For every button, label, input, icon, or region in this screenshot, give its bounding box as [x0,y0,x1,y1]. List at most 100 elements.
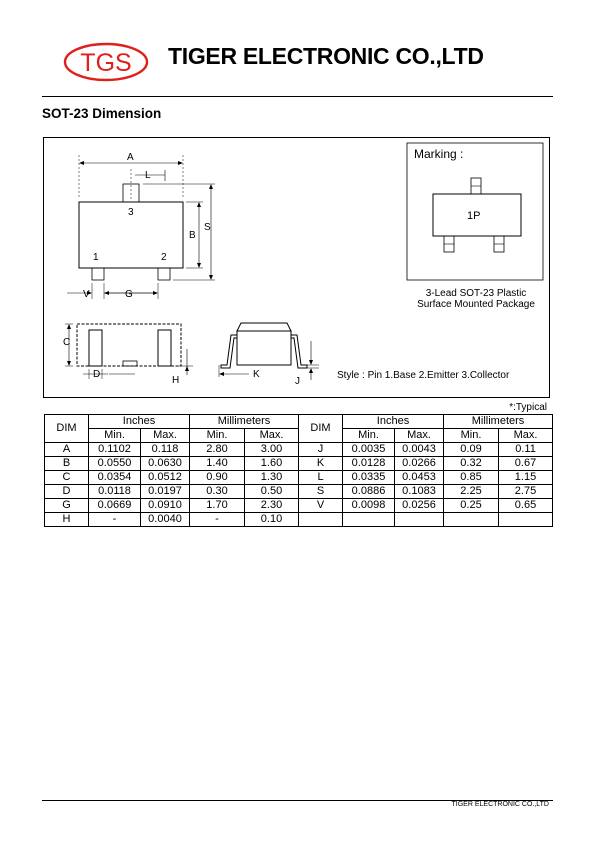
label-V: V [83,289,90,300]
value-cell: 2.30 [244,498,300,513]
dim-cell: J [298,442,343,457]
drawing-frame [43,137,550,398]
value-cell: 0.0354 [88,470,141,485]
min-header: Min. [342,428,395,443]
label-G: G [125,289,133,300]
value-cell: 0.0630 [139,456,191,471]
value-cell: 0.50 [244,484,300,499]
style-text: Style : Pin 1.Base 2.Emitter 3.Collector [337,370,510,381]
pin3-label: 3 [128,207,134,218]
package-drawing: A L 3 B S 1 2 V G C D H [63,142,544,387]
value-cell: 0.0043 [393,442,445,457]
side-view [65,323,193,379]
value-cell: 0.0512 [139,470,191,485]
footer-company: TIGER ELECTRONIC CO.,LTD [451,801,550,808]
logo-text: TGS [80,49,131,77]
value-cell: 1.15 [498,470,554,485]
value-cell: 0.0266 [393,456,445,471]
table-header-row: DIM Inches Millimeters [298,414,554,443]
value-cell [443,512,500,527]
value-cell: - [88,512,141,527]
label-J: J [295,376,300,387]
value-cell: 0.0669 [88,498,141,513]
value-cell: 0.65 [498,498,554,513]
mm-header: Millimeters [443,414,554,429]
dim-cell: A [44,442,89,457]
value-cell: 0.118 [139,442,191,457]
dim-header: DIM [44,414,89,443]
value-cell: 0.0035 [342,442,395,457]
pin1-label: 1 [93,252,99,263]
inches-header: Inches [341,414,445,429]
value-cell: 2.25 [443,484,500,499]
value-cell: 0.0098 [342,498,395,513]
value-cell: 0.0040 [139,512,191,527]
dim-cell: G [44,498,89,513]
table-subheader-row: Min. Max. Min. Max. [299,428,554,443]
table-subheader-row: Min. Max. Min. Max. [45,428,300,443]
min-header: Min. [189,428,246,443]
company-name: TIGER ELECTRONIC CO.,LTD [168,43,484,69]
min-header: Min. [443,428,500,443]
value-cell [342,512,395,527]
max-header: Max. [244,428,300,443]
label-C: C [63,337,70,348]
dim-cell: K [298,456,343,471]
table-row [298,512,554,527]
label-S: S [204,222,211,233]
package-line2: Surface Mounted Package [417,299,535,310]
footer-divider [42,800,553,801]
value-cell: 1.40 [189,456,246,471]
dim-cell: C [44,470,89,485]
value-cell: - [189,512,246,527]
marking-box [406,142,544,281]
dim-cell: S [298,484,343,499]
value-cell: 0.09 [443,442,500,457]
mm-header: Millimeters [189,414,300,429]
dimension-table-right: DIM Inches Millimeters Min. Max. Min. Ma… [298,414,554,527]
label-L: L [145,170,151,181]
table-header-row: DIM Inches Millimeters [44,414,300,443]
value-cell: 0.0453 [393,470,445,485]
value-cell: 1.30 [244,470,300,485]
label-B: B [189,230,196,241]
header-divider [42,96,553,97]
max-header: Max. [139,428,191,443]
value-cell: 0.32 [443,456,500,471]
value-cell: 0.0550 [88,456,141,471]
label-D: D [93,369,100,380]
tgs-logo: TGS [63,42,149,82]
dim-cell: V [298,498,343,513]
value-cell: 0.0128 [342,456,395,471]
max-header: Max. [498,428,554,443]
value-cell: 1.60 [244,456,300,471]
dim-cell: D [44,484,89,499]
top-view [67,155,215,299]
end-view [218,322,319,380]
typical-note: *:Typical [509,402,547,413]
value-cell: 3.00 [244,442,300,457]
dim-cell [298,512,343,527]
value-cell: 0.0335 [342,470,395,485]
dim-cell: L [298,470,343,485]
value-cell: 0.0197 [139,484,191,499]
dim-cell: B [44,456,89,471]
value-cell: 0.0256 [393,498,445,513]
value-cell: 0.30 [189,484,246,499]
pin2-label: 2 [161,252,167,263]
value-cell: 0.90 [189,470,246,485]
dim-header: DIM [298,414,343,443]
value-cell: 0.1102 [88,442,141,457]
marking-code: 1P [467,210,480,222]
value-cell: 0.0886 [342,484,395,499]
value-cell: 2.80 [189,442,246,457]
value-cell: 1.70 [189,498,246,513]
package-line1: 3-Lead SOT-23 Plastic [426,288,527,299]
marking-label: Marking : [414,147,463,161]
